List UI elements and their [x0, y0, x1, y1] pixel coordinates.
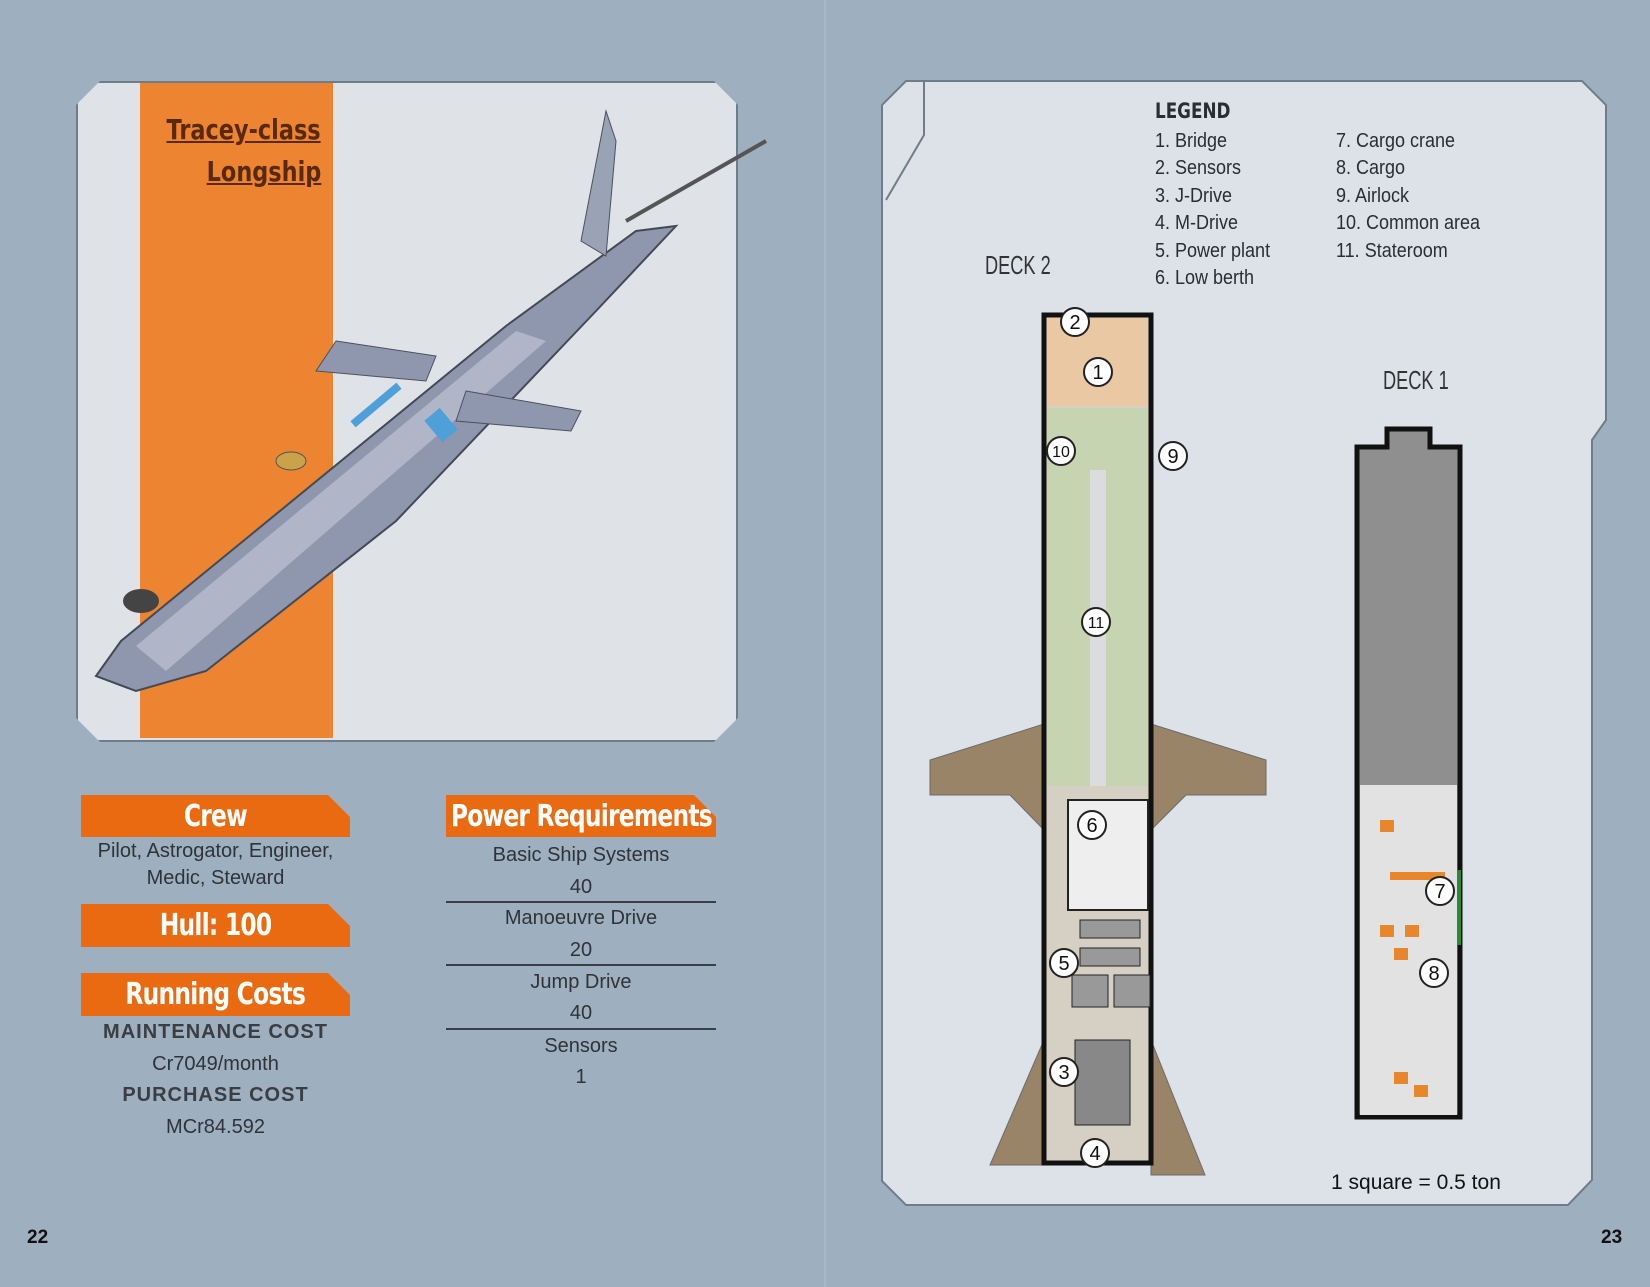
maintenance-label: MAINTENANCE COST — [103, 1021, 328, 1043]
marker-2: 2 — [1069, 312, 1080, 334]
power-row-label: Manoeuvre Drive — [504, 907, 658, 929]
legend-item: 4. M-Drive — [1155, 212, 1239, 235]
legend-item: 6. Low berth — [1155, 267, 1255, 290]
crew-heading: Crew — [81, 795, 350, 837]
legend-item: 8. Cargo — [1336, 157, 1406, 180]
page-number-left: 22 — [27, 1227, 49, 1248]
deck1-label: DECK 1 — [1383, 365, 1449, 395]
longship-image — [94, 109, 767, 693]
power-heading: Power Requirements — [446, 795, 716, 837]
marker-8: 8 — [1428, 963, 1439, 985]
divider — [446, 901, 716, 903]
ship-title-line1: Tracey-class — [166, 113, 321, 146]
page-number-right: 23 — [1601, 1227, 1623, 1248]
marker-1: 1 — [1092, 362, 1103, 384]
maintenance-value: Cr7049/month — [152, 1053, 279, 1075]
legend-item: 9. Airlock — [1336, 184, 1410, 207]
marker-5: 5 — [1058, 953, 1069, 975]
deck2-label: DECK 2 — [985, 250, 1051, 280]
marker-11: 11 — [1088, 615, 1105, 632]
marker-3: 3 — [1058, 1062, 1069, 1084]
power-row-value: 20 — [569, 939, 593, 961]
scale-note: 1 square = 0.5 ton — [1331, 1171, 1501, 1194]
purchase-value: MCr84.592 — [166, 1116, 265, 1138]
ship-illustration — [94, 109, 767, 693]
divider — [446, 964, 716, 966]
legend-heading: LEGEND — [1155, 99, 1231, 123]
page-gutter — [824, 0, 826, 1287]
crew-line1: Pilot, Astrogator, Engineer, — [97, 840, 334, 862]
power-row-label: Basic Ship Systems — [492, 844, 670, 866]
legend-item: 11. Stateroom — [1336, 239, 1448, 262]
marker-7: 7 — [1434, 881, 1445, 903]
legend-column-1: 1. Bridge 2. Sensors 3. J-Drive 4. M-Dri… — [1155, 128, 1270, 292]
legend-column-2: 7. Cargo crane 8. Cargo 9. Airlock 10. C… — [1336, 128, 1480, 265]
crew-line2: Medic, Steward — [146, 867, 285, 889]
ship-title-line2: Longship — [206, 155, 321, 188]
hull-heading: Hull: 100 — [81, 904, 350, 947]
legend-item: 2. Sensors — [1155, 157, 1242, 180]
running-costs-heading: Running Costs — [81, 973, 350, 1016]
legend-item: 3. J-Drive — [1155, 184, 1233, 207]
legend-item: 5. Power plant — [1155, 239, 1271, 262]
legend-item: 7. Cargo crane — [1336, 130, 1456, 152]
legend-item: 10. Common area — [1336, 212, 1481, 235]
power-row-value: 1 — [575, 1066, 587, 1088]
power-row-label: Sensors — [544, 1035, 618, 1057]
purchase-label: PURCHASE COST — [122, 1084, 309, 1106]
power-row-value: 40 — [569, 876, 593, 898]
marker-10: 10 — [1052, 444, 1070, 461]
marker-4: 4 — [1089, 1143, 1100, 1165]
marker-6: 6 — [1086, 815, 1097, 837]
power-row-value: 40 — [569, 1002, 593, 1024]
marker-9: 9 — [1167, 446, 1178, 468]
legend-item: 1. Bridge — [1155, 130, 1228, 152]
deck1-plan — [1354, 426, 1463, 1120]
power-row-label: Jump Drive — [530, 971, 632, 993]
divider — [446, 1028, 716, 1030]
